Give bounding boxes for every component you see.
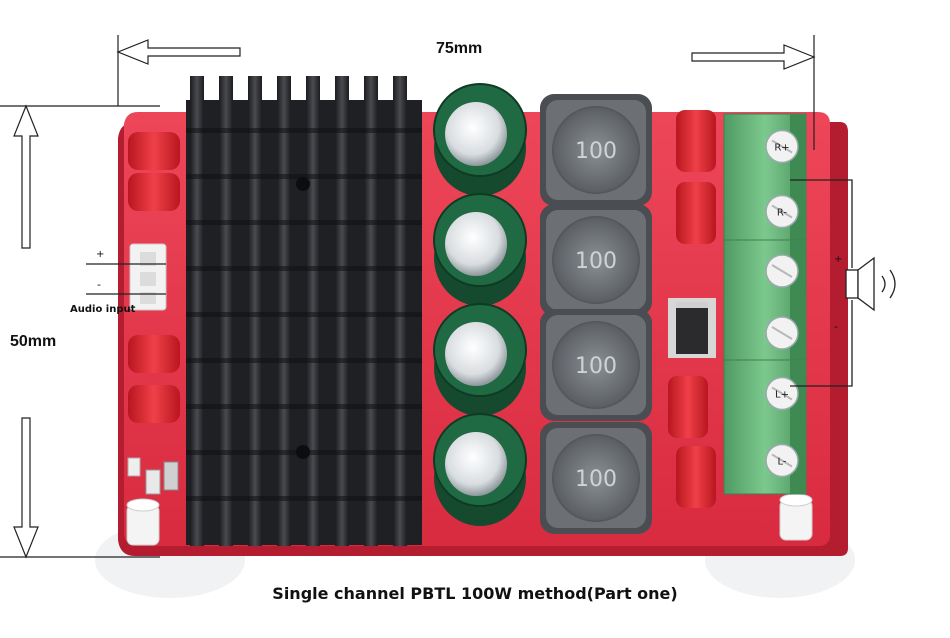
smd-diode	[668, 298, 716, 358]
heatsink-screw	[296, 177, 310, 191]
heatsink-groove	[186, 312, 422, 317]
heatsink-groove	[186, 358, 422, 363]
terminal-label: L-	[777, 457, 786, 468]
heatsink-groove	[186, 496, 422, 501]
heatsink-groove	[186, 128, 422, 133]
inductor-marking: 100	[575, 139, 617, 164]
terminal-label: R+	[774, 143, 789, 154]
power-inductor: 100	[540, 309, 652, 421]
smd-components	[127, 457, 179, 495]
heatsink-fin	[277, 76, 291, 546]
heatsink	[186, 76, 422, 546]
heatsink-groove	[186, 174, 422, 179]
power-inductor: 100	[540, 94, 652, 206]
power-inductor: 100	[540, 422, 652, 534]
height-dimension-label: 50mm	[10, 333, 57, 350]
inductor-marking: 100	[575, 249, 617, 274]
arrow-height-down	[13, 417, 39, 559]
electrolytic-capacitor	[433, 193, 527, 306]
power-inductor: 100	[540, 204, 652, 316]
audio-input-plus: +	[96, 249, 105, 260]
electrolytic-capacitor	[433, 413, 527, 526]
heatsink-fin	[248, 76, 262, 546]
power-inductors: 100 100 100 100	[540, 94, 652, 534]
right-film-capacitors	[668, 110, 716, 508]
left-film-capacitors	[128, 132, 180, 423]
heatsink-fin	[335, 76, 349, 546]
electrolytic-capacitor	[433, 303, 527, 416]
heatsink-fin	[306, 76, 320, 546]
speaker-plus: +	[834, 254, 843, 265]
heatsink-screw	[296, 445, 310, 459]
arrow-height-up	[13, 104, 39, 249]
screw-terminal-block	[723, 239, 807, 365]
heatsink-fin	[364, 76, 378, 546]
dimension-lines	[0, 35, 815, 558]
heatsink-fin	[393, 76, 407, 546]
heatsink-groove	[186, 266, 422, 271]
speaker-icon	[845, 256, 896, 312]
audio-input-minus: -	[97, 278, 101, 291]
arrow-width-left	[116, 39, 241, 65]
arrow-width-right	[691, 44, 816, 70]
audio-input-label: Audio input	[70, 304, 136, 315]
speaker-wiring	[790, 179, 853, 387]
screw-terminal-block: L+ L-	[723, 359, 807, 495]
spacer-bottom-right	[779, 493, 813, 541]
audio-input-connector	[129, 243, 167, 311]
caption: Single channel PBTL 100W method(Part one…	[272, 584, 678, 603]
inductor-marking: 100	[575, 354, 617, 379]
screw-terminal-block: R+ R-	[723, 113, 807, 245]
heatsink-fin	[219, 76, 233, 546]
speaker-minus: -	[834, 320, 838, 333]
spacer-bottom-left	[126, 498, 160, 546]
width-dimension-label: 75mm	[436, 40, 483, 57]
terminal-label: L+	[775, 390, 789, 401]
heatsink-groove	[186, 220, 422, 225]
inductor-marking: 100	[575, 467, 617, 492]
heatsink-groove	[186, 404, 422, 409]
heatsink-fin	[190, 76, 204, 546]
audio-input-wires	[86, 263, 166, 295]
terminal-label: R-	[777, 208, 788, 219]
screw-terminals: R+ R- L+ L-	[723, 113, 807, 495]
electrolytic-capacitor	[433, 83, 527, 196]
electrolytic-capacitors	[433, 83, 527, 526]
